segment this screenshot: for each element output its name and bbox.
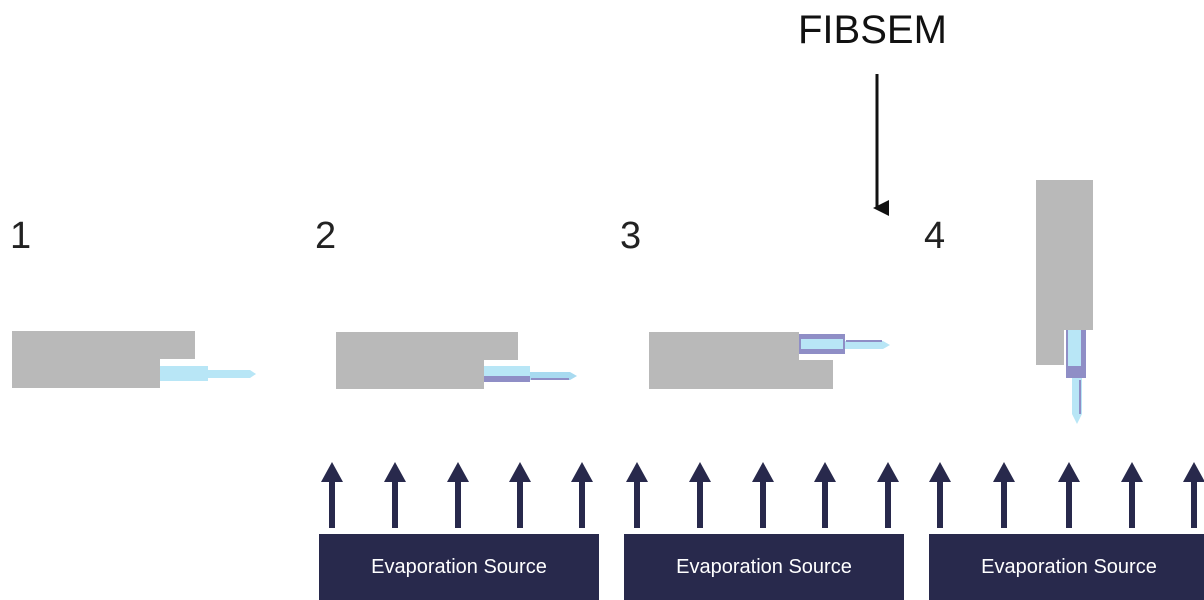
step-3-blue-base — [801, 339, 843, 349]
evaporation-arrows — [321, 462, 1204, 528]
evaporation-arrow-head — [447, 462, 469, 482]
step-number-2: 2 — [315, 215, 337, 257]
step-3-holder-top — [649, 332, 799, 360]
evaporation-arrow-head — [752, 462, 774, 482]
evaporation-arrow-shaft — [455, 481, 461, 528]
evaporation-arrow-head — [689, 462, 711, 482]
evaporation-arrow-shaft — [392, 481, 398, 528]
step-3-assembly — [649, 332, 890, 389]
evaporation-arrow-shaft — [885, 481, 891, 528]
evaporation-arrow-head — [1058, 462, 1080, 482]
evaporation-arrow-head — [877, 462, 899, 482]
evaporation-arrow-head — [929, 462, 951, 482]
evaporation-arrow-head — [321, 462, 343, 482]
step-1-blue-base — [160, 366, 208, 381]
step-1-holder-top — [12, 331, 195, 359]
step-4-assembly — [1036, 180, 1093, 424]
evaporation-arrow-shaft — [1129, 481, 1135, 528]
evaporation-arrow-head — [626, 462, 648, 482]
step-number-3: 3 — [620, 215, 642, 257]
evaporation-arrow-shaft — [1191, 481, 1197, 528]
evaporation-arrow-head — [814, 462, 836, 482]
evaporation-arrow-shaft — [329, 481, 335, 528]
evaporation-source-1: Evaporation Source — [319, 534, 599, 600]
step-1-assembly — [12, 331, 256, 388]
evaporation-arrow-shaft — [1001, 481, 1007, 528]
fibsem-label: FIBSEM — [798, 8, 947, 52]
evaporation-source-3: Evaporation Source — [929, 534, 1204, 600]
evaporation-arrow-shaft — [697, 481, 703, 528]
step-2-assembly — [336, 332, 577, 389]
step-4-blue-base — [1068, 330, 1081, 366]
evaporation-arrow-head — [509, 462, 531, 482]
step-3-holder-bottom — [649, 360, 833, 389]
step-4-holder-lower — [1036, 330, 1064, 365]
step-3-blue-tip — [845, 341, 890, 349]
step-1-holder-bottom — [12, 359, 160, 388]
step-number-4: 4 — [924, 215, 946, 257]
evaporation-arrow-head — [384, 462, 406, 482]
step-2-holder-top — [336, 332, 518, 360]
step-2-purple-coating — [484, 376, 530, 382]
evaporation-source-2: Evaporation Source — [624, 534, 904, 600]
evaporation-arrow-shaft — [937, 481, 943, 528]
evaporation-arrow-shaft — [822, 481, 828, 528]
evaporation-arrow-head — [993, 462, 1015, 482]
step-number-1: 1 — [10, 215, 32, 257]
step-1-blue-tip — [208, 370, 256, 378]
evaporation-arrow-shaft — [517, 481, 523, 528]
evaporation-arrow-head — [571, 462, 593, 482]
evaporation-arrow-shaft — [634, 481, 640, 528]
step-2-holder-bottom — [336, 360, 484, 389]
evaporation-arrow-head — [1183, 462, 1204, 482]
step-4-holder-upper — [1036, 180, 1093, 330]
evaporation-arrow-shaft — [760, 481, 766, 528]
evaporation-arrow-shaft — [579, 481, 585, 528]
evaporation-arrow-shaft — [1066, 481, 1072, 528]
evaporation-arrow-head — [1121, 462, 1143, 482]
